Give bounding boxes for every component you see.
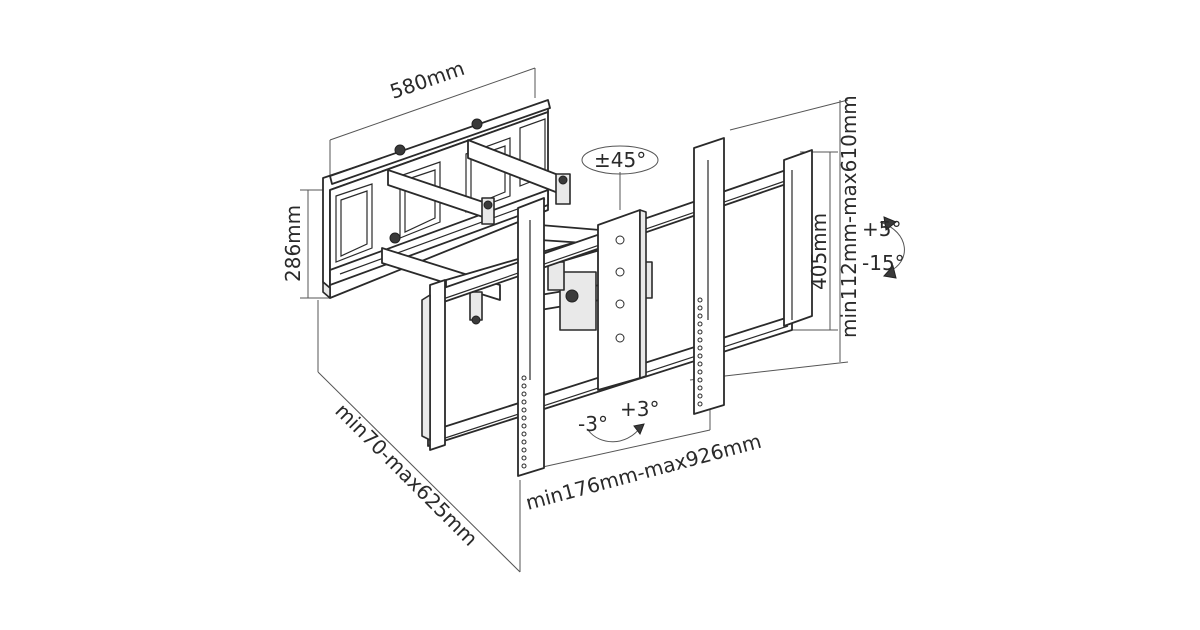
mounting-hole (521, 463, 527, 469)
mounting-hole (697, 345, 703, 351)
mounting-hole (521, 423, 527, 429)
label-tilt-down: -15° (862, 251, 905, 275)
level-arc-icon (587, 427, 641, 443)
mounting-hole (521, 375, 527, 381)
mounting-hole (697, 313, 703, 319)
mounting-hole (521, 391, 527, 397)
mounting-hole (697, 369, 703, 375)
label-tilt-up: +5° (862, 217, 901, 241)
mounting-hole (521, 399, 527, 405)
mounting-hole (521, 447, 527, 453)
mounting-hole (697, 385, 703, 391)
label-level-minus: -3° (578, 412, 608, 436)
mounting-hole (697, 361, 703, 367)
mounting-hole (697, 393, 703, 399)
mounting-hole (697, 401, 703, 407)
swivel-arc-icon (581, 145, 659, 175)
mounting-hole (697, 321, 703, 327)
mounting-hole (521, 407, 527, 413)
angle-indicators (581, 145, 905, 443)
label-bracket-spacing: min176mm-max926mm (523, 429, 764, 515)
mounting-hole (521, 439, 527, 445)
label-swivel: ±45° (594, 148, 646, 172)
label-wall-plate-height: 286mm (281, 205, 305, 282)
dimension-lines (300, 67, 849, 573)
mounting-hole (697, 305, 703, 311)
mounting-hole (521, 455, 527, 461)
label-max-vertical: min112mm-max610mm (837, 95, 861, 338)
label-level-plus: +3° (620, 397, 659, 421)
label-wall-plate-width: 580mm (387, 56, 468, 104)
center-plate (597, 209, 647, 391)
mounting-hole (697, 337, 703, 343)
mounting-hole (521, 415, 527, 421)
mounting-hole (521, 383, 527, 389)
mounting-hole (697, 329, 703, 335)
mounting-hole (697, 297, 703, 303)
mounting-hole (521, 431, 527, 437)
vertical-brackets (421, 137, 813, 477)
mounting-hole (697, 353, 703, 359)
label-rail-height: 405mm (807, 213, 831, 290)
mounting-hole (697, 377, 703, 383)
